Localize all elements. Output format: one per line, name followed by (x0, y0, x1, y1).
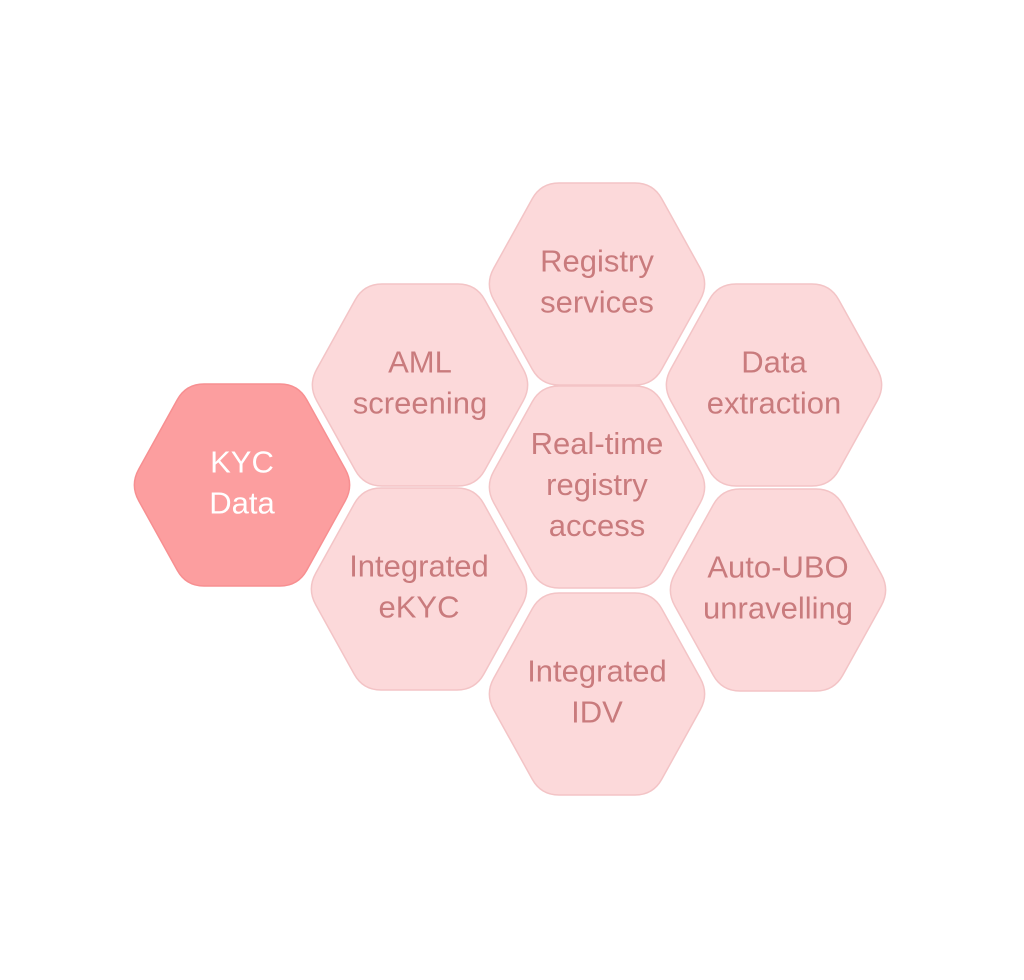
hex-label-line: unravelling (703, 591, 853, 626)
hex-label-line: eKYC (379, 590, 460, 625)
hex-label-line: Data (209, 486, 275, 521)
hex-label-line: access (549, 508, 645, 543)
hex-label-line: Data (741, 345, 807, 380)
hex-label-line: AML (388, 345, 452, 380)
hex-tile-real-time-registry-access: Real-time registry access (488, 385, 706, 589)
hexagon-shape (310, 487, 528, 691)
hex-label-line: Real-time (531, 426, 664, 461)
hex-tile-kyc-data: KYC Data (133, 383, 351, 587)
hexagon-shape (488, 385, 706, 589)
hexagon-shape (669, 488, 887, 692)
hexagon-shape (665, 283, 883, 487)
hex-label-line: extraction (707, 386, 841, 421)
hex-tile-aml-screening: AML screening (311, 283, 529, 487)
hex-label-line: Integrated (527, 654, 667, 689)
hex-tile-integrated-ekyc: Integrated eKYC (310, 487, 528, 691)
hex-label-line: services (540, 285, 654, 320)
hex-label-line: Auto-UBO (707, 550, 848, 585)
hexagon-tiles: KYCDataRegistryservicesAMLscreeningDatae… (133, 182, 887, 796)
hex-label-line: KYC (210, 445, 274, 480)
hex-tile-registry-services: Registry services (488, 182, 706, 386)
hex-label-line: IDV (571, 695, 623, 730)
hexagon-shape (488, 592, 706, 796)
hex-tile-data-extraction: Data extraction (665, 283, 883, 487)
hexagon-shape (133, 383, 351, 587)
hex-label-line: registry (546, 467, 648, 502)
hex-tile-auto-ubo-unravelling: Auto-UBO unravelling (669, 488, 887, 692)
hex-label-line: Registry (540, 244, 654, 279)
hex-label-line: screening (353, 386, 487, 421)
hexagon-shape (311, 283, 529, 487)
hex-label-line: Integrated (349, 549, 489, 584)
hexagon-shape (488, 182, 706, 386)
